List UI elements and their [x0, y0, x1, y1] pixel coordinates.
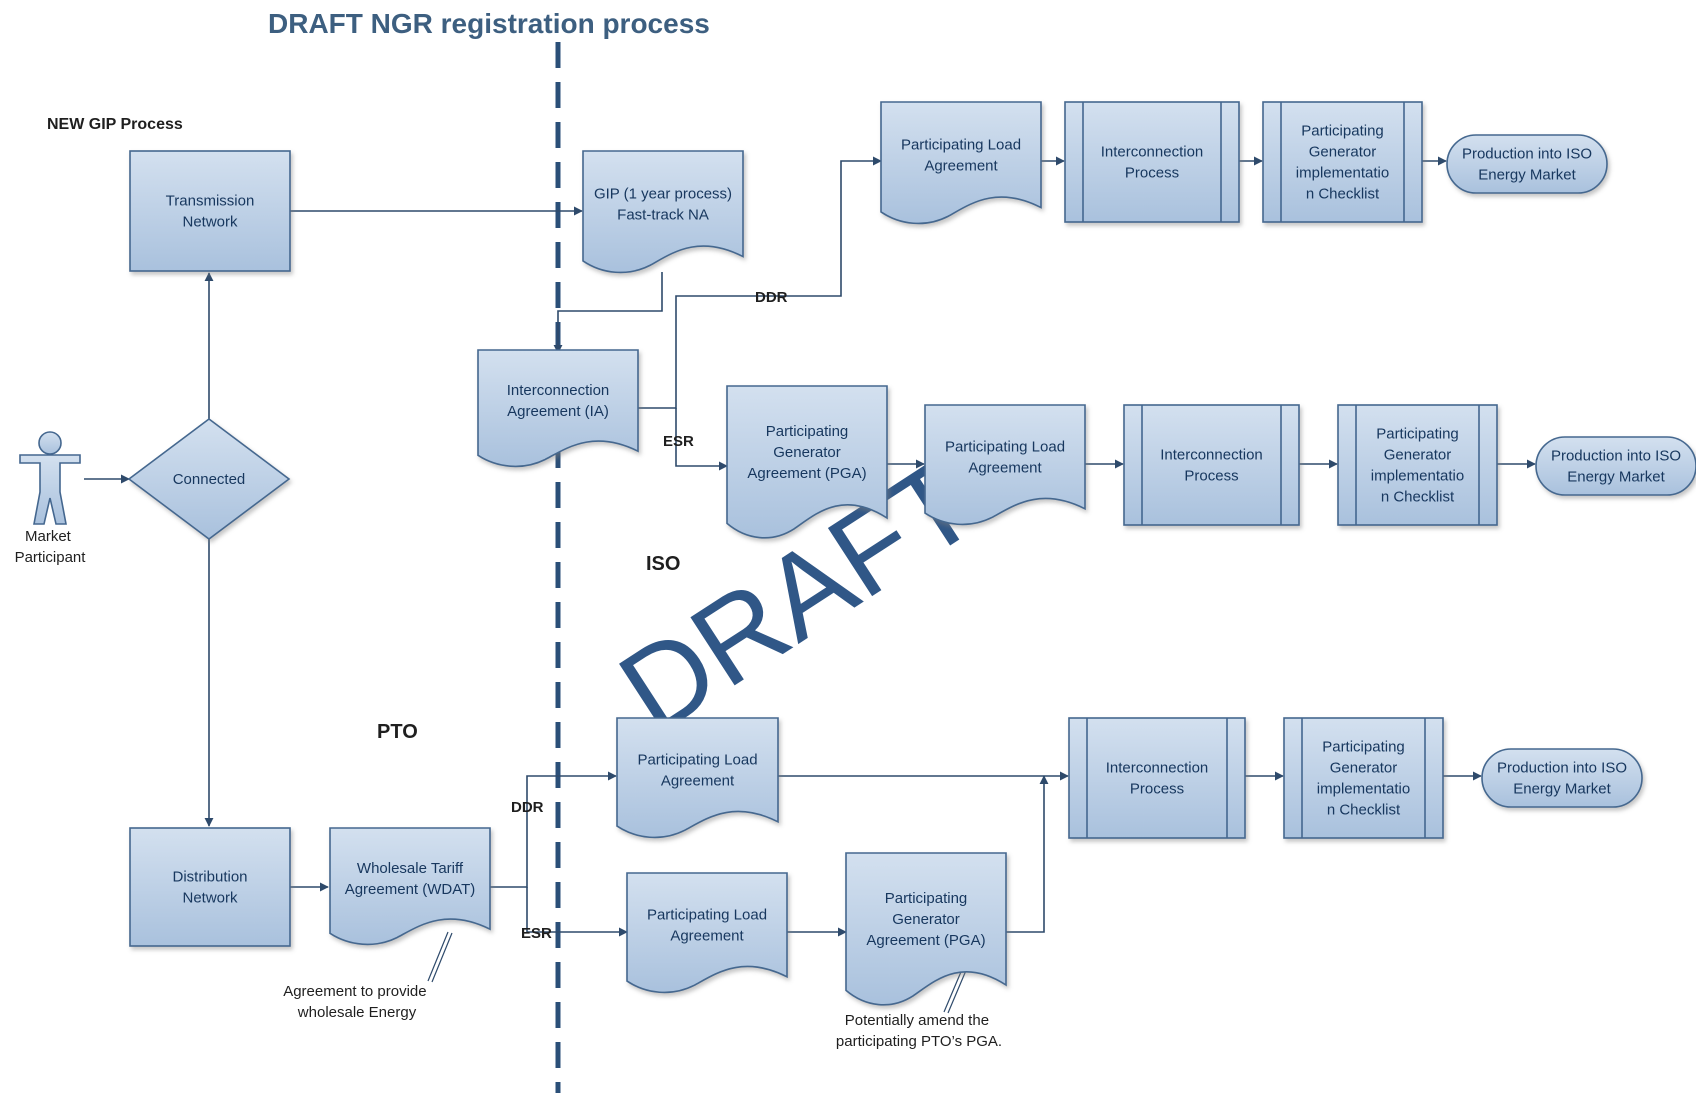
terminal-shape — [1481, 748, 1643, 808]
document-shape — [329, 827, 491, 946]
box-shape — [1337, 404, 1498, 526]
document-shape — [626, 872, 788, 994]
connector-ia-ddr-to-r1-pla — [638, 156, 882, 409]
connector-wdat-esr-to-r4-pla — [526, 887, 628, 937]
box-shape — [1123, 404, 1300, 526]
person-icon — [19, 431, 81, 525]
document-shape — [477, 349, 639, 468]
edge-label-ddr-top: DDR — [755, 289, 788, 306]
document-shape — [924, 404, 1086, 526]
market-participant-actor: Market Participant — [15, 431, 87, 566]
terminal-shape — [1446, 134, 1608, 194]
gip-document: GIP (1 year process)Fast-track NA — [582, 150, 744, 274]
pga-annotation: Potentially amend the participating PTO’… — [836, 1012, 1002, 1050]
diagram-title: DRAFT NGR registration process — [268, 8, 710, 39]
box-shape — [1262, 101, 1423, 223]
decision-label: Connected — [173, 471, 246, 488]
document-shape — [880, 101, 1042, 225]
iso-section-label: ISO — [646, 553, 680, 575]
connector-r4-pga-to-r3-ip — [1006, 775, 1049, 933]
box-shape — [1068, 717, 1246, 839]
box-shape — [1283, 717, 1444, 839]
box-shape — [1064, 101, 1240, 223]
actor-label: Market Participant — [15, 528, 87, 566]
node-label: GIP (1 year process)Fast-track NA — [594, 185, 732, 223]
connector-ia-esr-to-r2-pga — [675, 408, 728, 471]
document-shape — [582, 150, 744, 274]
edge-label-esr-top: ESR — [663, 433, 694, 450]
box-shape — [129, 827, 291, 947]
terminal-shape — [1535, 436, 1696, 496]
document-shape — [616, 717, 779, 839]
wdat-note-pointer-inner — [431, 932, 453, 983]
box-shape — [129, 150, 291, 272]
edge-label-esr-bottom: ESR — [521, 925, 552, 942]
edge-label-ddr-bottom: DDR — [511, 799, 544, 816]
pto-section-label: PTO — [377, 721, 418, 743]
new-gip-process-label: NEW GIP Process — [47, 116, 183, 133]
wdat-annotation: Agreement to provide wholesale Energy — [283, 983, 431, 1021]
wdat-note-pointer — [427, 931, 449, 982]
document-shape — [845, 852, 1007, 1006]
connected-decision: Connected — [127, 418, 291, 540]
decision-diamond-shape — [127, 418, 291, 540]
connector-gip-to-ia — [553, 272, 663, 354]
document-shape — [726, 385, 888, 539]
connector-wdat-ddr-to-r3-pla — [490, 771, 617, 888]
